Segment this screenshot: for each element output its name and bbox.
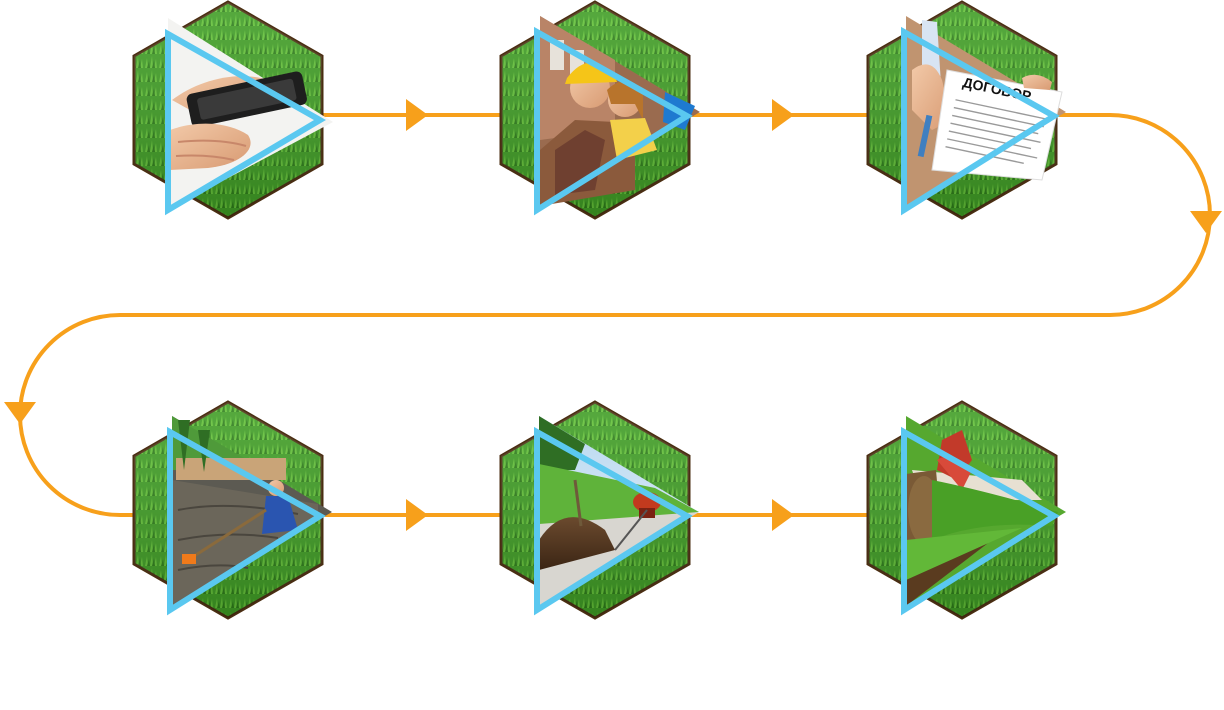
- arrow-right-icon: [406, 99, 428, 131]
- step-5: [499, 400, 699, 620]
- step-1: [132, 0, 333, 220]
- step-4: [132, 400, 332, 620]
- step-2: [499, 0, 700, 220]
- arrow-down-icon: [4, 402, 36, 424]
- step-3: ДОГОВОР: [866, 0, 1066, 220]
- connector-3-4: [18, 113, 1212, 517]
- arrow-down-icon: [1190, 211, 1222, 233]
- triangle-frame: [901, 426, 1060, 616]
- connector-arrows: [4, 99, 1222, 531]
- arrow-right-icon: [772, 499, 794, 531]
- triangle-frame: [901, 26, 1060, 216]
- step-6: [866, 400, 1066, 620]
- triangle-frame: [534, 26, 693, 216]
- contract-signing-icon: ДОГОВОР: [906, 16, 1066, 206]
- phone-in-hand-icon: [168, 18, 333, 210]
- turf-laying-icon: [906, 416, 1066, 606]
- arrow-right-icon: [772, 99, 794, 131]
- triangle-frame: [167, 426, 326, 616]
- arrow-right-icon: [406, 499, 428, 531]
- soil-leveling-icon: [172, 416, 332, 606]
- triangle-frame: [534, 426, 693, 616]
- triangle-frame: [165, 28, 326, 216]
